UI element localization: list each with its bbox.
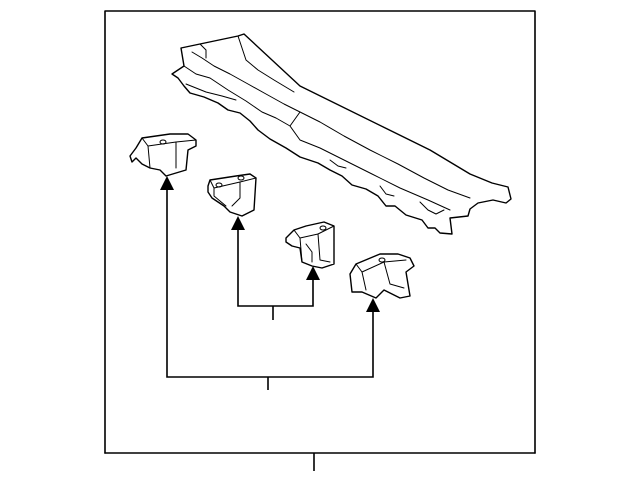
callout-inner-pair [231,216,320,320]
center-right-bracket[interactable] [285,221,335,269]
left-bracket[interactable] [129,133,197,177]
arrow-icon [306,266,320,280]
arrow-icon [160,176,174,190]
center-left-bracket[interactable] [207,173,257,217]
bracket-icon [349,253,415,299]
bracket-icon [285,221,335,269]
cowl-top-panel[interactable] [171,33,512,235]
bracket-icon [207,173,257,217]
diagram-frame [104,10,536,454]
arrow-icon [231,216,245,230]
callout-outer-pair [160,176,380,390]
arrow-icon [366,298,380,312]
right-bracket[interactable] [349,253,415,299]
